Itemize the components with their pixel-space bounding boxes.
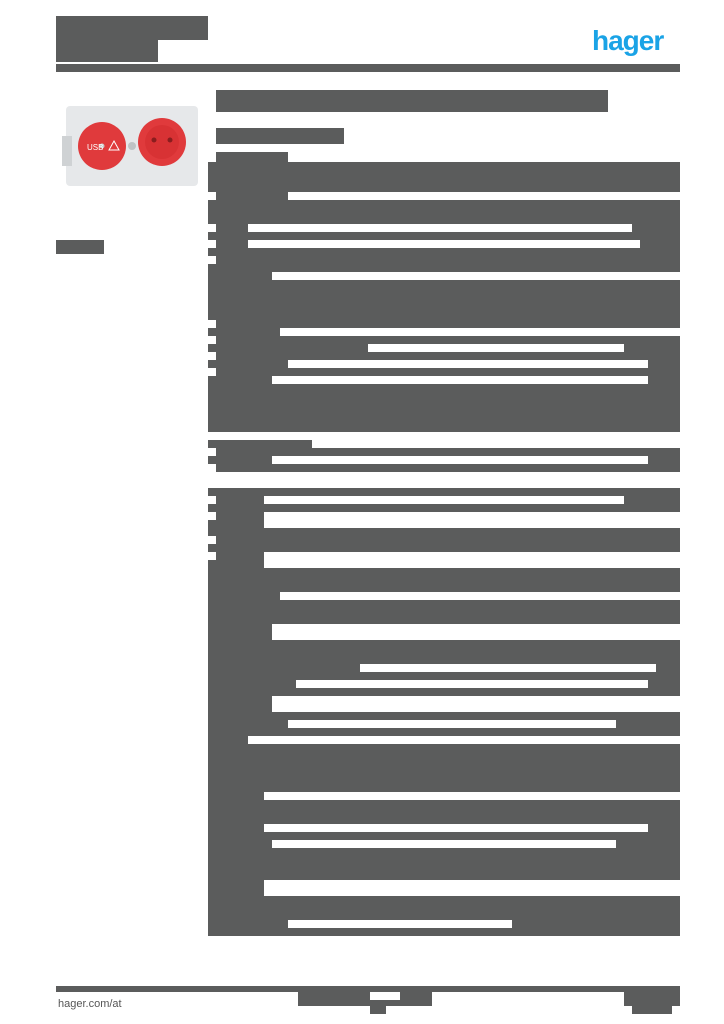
footer-page-number-redacted xyxy=(624,992,680,1006)
footer-center-info-redacted xyxy=(298,992,432,1006)
spec-gap xyxy=(208,152,216,162)
spec-gap xyxy=(264,496,624,504)
spec-gap xyxy=(248,240,640,248)
footer-center-gap xyxy=(370,992,400,1000)
spec-gap xyxy=(288,192,680,200)
spec-gap xyxy=(208,512,216,520)
spec-gap xyxy=(264,880,680,896)
spec-gap xyxy=(288,720,616,728)
spec-gap xyxy=(272,376,648,384)
spec-gap xyxy=(272,456,648,464)
spec-gap xyxy=(360,664,656,672)
product-subheadline-redacted xyxy=(216,128,344,144)
spec-gap xyxy=(208,240,216,248)
spec-gap xyxy=(208,552,216,560)
spec-gap xyxy=(208,224,216,232)
spec-gap xyxy=(272,840,616,848)
spec-gap xyxy=(288,152,680,162)
spec-gap xyxy=(208,320,216,328)
spec-gap xyxy=(264,792,680,800)
spec-gap xyxy=(264,552,680,568)
footer-center-sub-redacted xyxy=(370,1006,386,1014)
header-rule xyxy=(56,64,680,72)
spec-gap xyxy=(248,224,632,232)
spec-gap xyxy=(272,624,680,640)
left-label-redacted xyxy=(56,240,104,254)
hager-logo: hager xyxy=(592,25,664,56)
spec-gap xyxy=(264,824,648,832)
spec-gap xyxy=(272,272,680,280)
svg-text:USB: USB xyxy=(87,143,103,152)
footer-website-link[interactable]: hager.com/at xyxy=(56,992,168,1016)
socket-module-icon: USB xyxy=(62,106,198,186)
spec-gap xyxy=(208,336,216,344)
product-headline-redacted xyxy=(216,90,608,112)
spec-gap xyxy=(208,352,216,360)
spec-gap xyxy=(264,480,680,488)
spec-gap xyxy=(248,736,680,744)
spec-gap xyxy=(208,256,216,264)
footer-rule xyxy=(56,986,680,992)
spec-gap xyxy=(208,464,216,472)
spec-gap xyxy=(208,448,216,456)
spec-gap xyxy=(208,496,216,504)
document-subtitle-redacted xyxy=(56,40,158,62)
spec-gap xyxy=(288,360,648,368)
spec-gap xyxy=(320,520,680,528)
spec-gap xyxy=(208,192,216,200)
spec-gap xyxy=(288,920,512,928)
footer-page-sub-redacted xyxy=(632,1006,672,1014)
spec-gap xyxy=(280,328,680,336)
spec-gap xyxy=(272,696,680,712)
spec-gap xyxy=(296,680,648,688)
spec-gap xyxy=(208,368,216,376)
spec-gap xyxy=(208,536,216,544)
document-title-redacted xyxy=(56,16,208,40)
product-photo: USB xyxy=(62,96,202,196)
spec-gap xyxy=(368,344,624,352)
spec-gap xyxy=(280,592,680,600)
spec-gap xyxy=(312,440,680,448)
